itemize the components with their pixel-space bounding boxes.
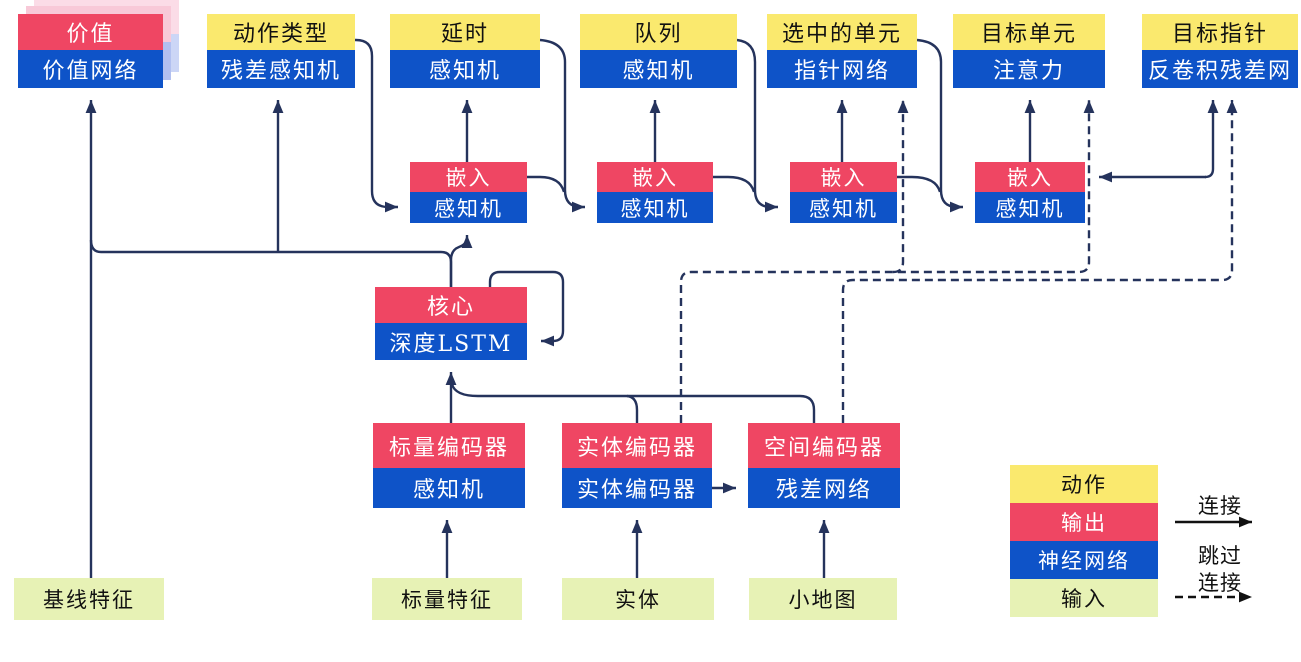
edge-spatialenc-bus — [450, 383, 816, 423]
node-selected-units: 选中的单元 指针网络 — [767, 14, 917, 88]
edge-embed2-to-embed3 — [713, 175, 756, 193]
scalar-encoder-label: 标量编码器 — [373, 423, 525, 468]
skip-entityenc-to-attention — [679, 100, 1095, 423]
delay-network-label: 感知机 — [390, 50, 540, 88]
legend-output: 输出 — [1010, 503, 1158, 541]
legend-skip-label-line2: 连接 — [1198, 571, 1242, 595]
node-entity-encoder: 实体编码器 实体编码器 — [562, 423, 712, 508]
legend-network: 神经网络 — [1010, 541, 1158, 579]
legend-skip-label-line1: 跳过 — [1198, 544, 1242, 568]
edge-embed4-to-deconv — [1204, 100, 1219, 179]
node-action-type: 动作类型 残差感知机 — [207, 14, 355, 88]
scalar-encoder-network-label: 感知机 — [373, 468, 525, 508]
skip-spatialenc-to-deconv — [841, 100, 1238, 423]
value-output-label: 价值 — [18, 14, 163, 50]
legend-input: 输入 — [1010, 579, 1158, 617]
embed-1-label: 嵌入 — [410, 162, 527, 192]
node-value: 价值 价值网络 — [18, 0, 179, 88]
node-delay: 延时 感知机 — [390, 14, 540, 88]
node-scalar-encoder: 标量编码器 感知机 — [373, 423, 525, 508]
edge-embed1-to-embed2 — [527, 175, 566, 193]
embed-1-network-label: 感知机 — [410, 192, 527, 223]
node-embed-4: 嵌入 感知机 — [975, 162, 1085, 223]
embed-4-network-label: 感知机 — [975, 192, 1085, 223]
node-spatial-encoder: 空间编码器 残差网络 — [748, 423, 900, 508]
input-scalar-features: 标量特征 — [372, 578, 522, 620]
skip-entityenc-to-pointer — [892, 100, 909, 274]
node-embed-3: 嵌入 感知机 — [790, 162, 897, 223]
legend-action: 动作 — [1010, 465, 1158, 503]
input-baseline-features: 基线特征 — [14, 578, 164, 620]
queue-label: 队列 — [580, 14, 737, 50]
edge-entityenc-bus — [626, 394, 639, 423]
edge-core-to-embed1 — [449, 235, 473, 287]
delay-label: 延时 — [390, 14, 540, 50]
value-network-label: 价值网络 — [18, 50, 163, 88]
entity-encoder-label: 实体编码器 — [562, 423, 712, 468]
target-unit-label: 目标单元 — [953, 14, 1105, 50]
edge-delay-to-embed2 — [539, 38, 585, 213]
core-label: 核心 — [375, 287, 527, 323]
entity-encoder-network-label: 实体编码器 — [562, 468, 712, 508]
edge-core-self-loop — [488, 270, 565, 347]
action-type-label: 动作类型 — [207, 14, 355, 50]
edge-queue-to-embed3 — [736, 38, 778, 213]
input-minimap: 小地图 — [749, 578, 897, 620]
node-embed-1: 嵌入 感知机 — [410, 162, 527, 223]
node-core: 核心 深度LSTM — [375, 287, 527, 360]
edge-actiontype-to-embed1 — [355, 38, 398, 213]
embed-2-network-label: 感知机 — [597, 192, 713, 223]
spatial-encoder-network-label: 残差网络 — [748, 468, 900, 508]
node-queue: 队列 感知机 — [580, 14, 737, 88]
edge-selected-to-embed4 — [916, 38, 963, 213]
embed-2-label: 嵌入 — [597, 162, 713, 192]
edge-embed3-to-embed4 — [897, 175, 942, 193]
node-target-pointer: 目标指针 反卷积残差网 — [1142, 14, 1298, 88]
embed-4-label: 嵌入 — [975, 162, 1085, 192]
edge-core-bus — [89, 239, 453, 287]
node-target-unit: 目标单元 注意力 — [953, 14, 1105, 88]
selected-units-label: 选中的单元 — [767, 14, 917, 50]
legend-connection-label: 连接 — [1198, 494, 1242, 518]
input-entities: 实体 — [562, 578, 714, 620]
node-embed-2: 嵌入 感知机 — [597, 162, 713, 223]
selected-units-network-label: 指针网络 — [767, 50, 917, 88]
embed-3-network-label: 感知机 — [790, 192, 897, 223]
queue-network-label: 感知机 — [580, 50, 737, 88]
target-pointer-label: 目标指针 — [1142, 14, 1298, 50]
target-unit-network-label: 注意力 — [953, 50, 1105, 88]
core-network-label: 深度LSTM — [375, 323, 527, 360]
spatial-encoder-label: 空间编码器 — [748, 423, 900, 468]
target-pointer-network-label: 反卷积残差网 — [1142, 50, 1298, 88]
embed-3-label: 嵌入 — [790, 162, 897, 192]
action-type-network-label: 残差感知机 — [207, 50, 355, 88]
